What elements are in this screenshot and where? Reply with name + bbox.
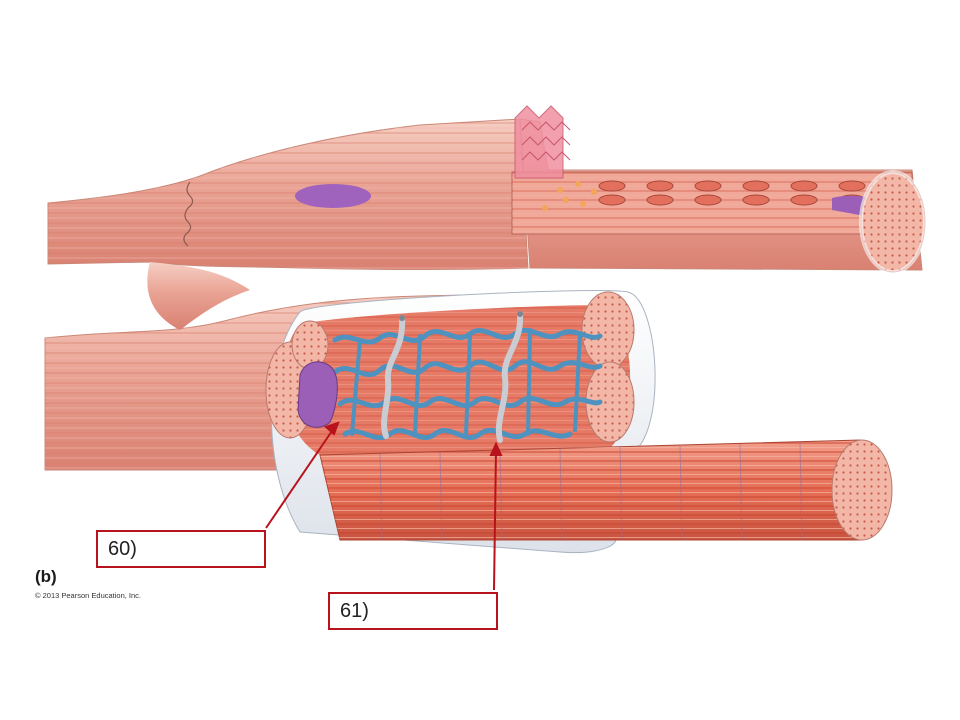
nucleus-upper [295,184,371,208]
cutaway-interior [265,291,635,455]
leader-line-60 [265,427,335,529]
t-tubules [381,311,524,443]
arrowhead-61 [489,441,503,456]
label-text-60: 60) [108,538,137,560]
panel-letter: (b) [35,567,57,586]
myofibril-end-face [831,439,893,541]
upper-fiber-cutaway [511,105,927,274]
label-box-61[interactable]: 61) [328,592,498,630]
upper-muscle-fiber [47,118,566,270]
label-text-61: 61) [340,600,369,622]
vesicles [542,181,597,211]
nucleus-lower [297,361,338,428]
arrowhead-60 [324,421,340,436]
myofibril-cylinder [319,439,893,541]
copyright-text: © 2013 Pearson Education, Inc. [35,591,142,600]
leader-lines [265,421,503,591]
leader-line-61 [493,449,497,591]
label-box-60[interactable]: 60) [96,530,266,568]
intercalated-disc-folds [514,105,571,179]
